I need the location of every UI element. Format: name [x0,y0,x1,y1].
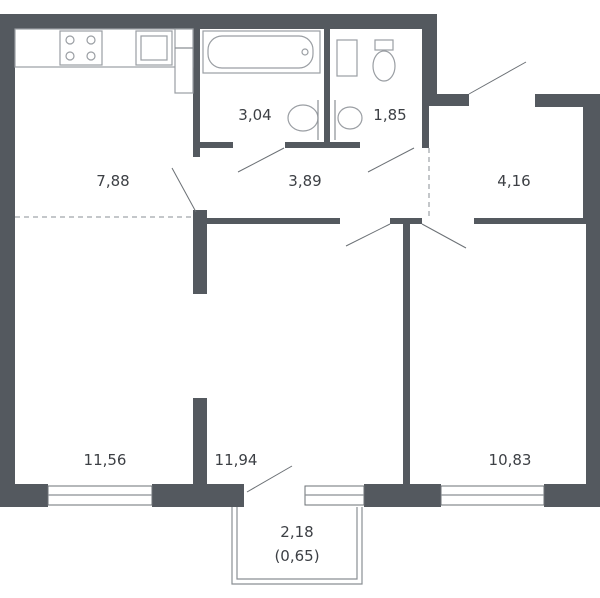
fridge-icon [174,28,194,94]
toilet-tank-icon [374,39,394,51]
bathroom-fixtures [202,30,321,140]
wall-bath-left [193,29,200,157]
wall-toilet-right [422,29,429,148]
wall-bottom-left [0,484,48,507]
wall-top [0,14,437,29]
wall-bedroom-right-top [474,218,586,224]
door-bedroom-middle [345,223,391,247]
balcony [231,507,363,585]
wall-living-right [193,398,207,507]
kitchen-area-label: 7,88 [96,172,130,190]
washbasin-icon [287,104,319,132]
wall-hall-right-inner [583,107,586,224]
toilet-fixtures [334,39,396,140]
wall-bath-divider [324,29,330,148]
burner-icon [86,35,96,45]
wall-bottom-mid [364,484,441,507]
wall-bath-bottom-b [285,142,360,148]
living-left-area-label: 11,56 [83,451,127,469]
doors [171,61,527,493]
door-kitchen [171,167,197,213]
bathtub-inner-icon [207,35,314,69]
wall-entrance-stub [422,94,469,106]
door-bathroom [237,147,285,173]
hallway-area-label: 3,89 [288,172,322,190]
walls [0,14,600,507]
balcony-reduced-area-label: (0,65) [274,547,320,565]
wall-right [586,94,600,507]
wall-left [0,14,15,507]
door-entrance [468,61,527,95]
bedroom-middle-area-label: 11,94 [214,451,258,469]
toilet-icon [372,50,396,82]
door-bedroom-right [421,223,467,249]
door-toilet [367,147,415,173]
wall-kitchen-right [193,210,207,294]
stove-icon [59,30,103,66]
windows [47,485,545,506]
sink-basin-icon [140,35,168,61]
door-balcony [246,465,293,493]
wall-bath-bottom-a [193,142,233,148]
balcony-area-label: 2,18 [280,523,314,541]
burner-icon [65,35,75,45]
shelf-icon [336,39,358,77]
wall-bedroom-mid-top [390,218,422,224]
toilet-area-label: 1,85 [373,106,407,124]
wall-bedroom-mid-left [403,218,410,507]
faucet-icon [301,48,309,56]
small-sink-icon [337,106,363,130]
balcony-outline-outer [231,507,363,585]
bathroom-area-label: 3,04 [238,106,272,124]
balcony-outline-inner [236,507,358,580]
burner-icon [86,51,96,61]
hall-right-area-label: 4,16 [497,172,531,190]
bedroom-right-area-label: 10,83 [488,451,532,469]
burner-icon [65,51,75,61]
wall-bedroom-top [200,218,340,224]
wall-right-top [535,94,600,107]
kitchen-fixtures [14,28,194,94]
